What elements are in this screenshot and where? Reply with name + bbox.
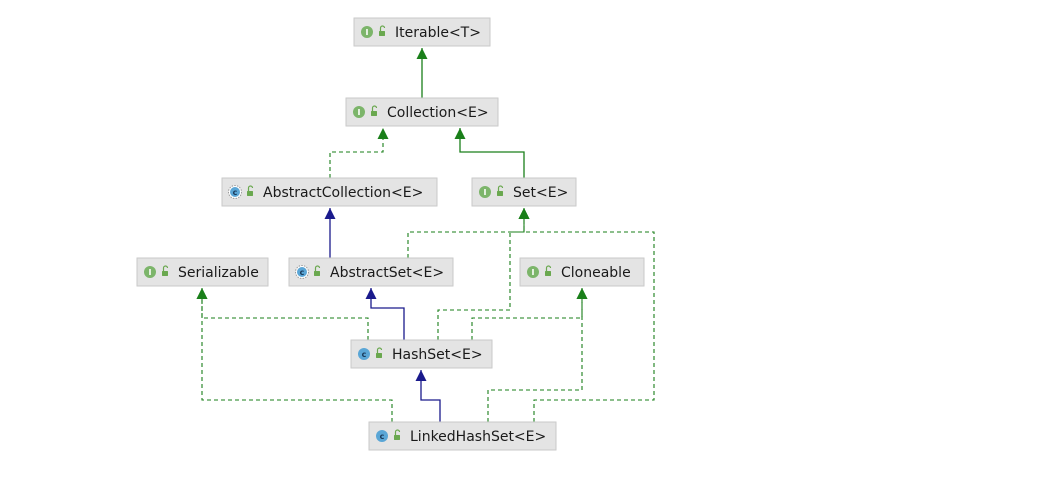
arrow-head — [415, 370, 427, 381]
nodes-layer: I Iterable<T> I Collection<E> c AbstractColle… — [136, 17, 645, 451]
edge-line — [487, 288, 583, 422]
edge-hashset-to-serializable — [196, 288, 369, 340]
edge-line — [523, 208, 655, 422]
edge-collection-to-iterable — [416, 48, 428, 98]
interface-icon: I — [144, 266, 156, 278]
open-lock-icon — [497, 185, 504, 196]
node-label: Serializable — [178, 265, 259, 281]
open-lock-icon — [314, 265, 321, 276]
class-icon: c — [358, 348, 370, 360]
edge-hashset-to-cloneable — [471, 288, 588, 340]
open-lock-icon — [545, 265, 552, 276]
svg-text:c: c — [380, 432, 385, 441]
svg-text:I: I — [532, 268, 535, 277]
edge-line — [201, 288, 393, 422]
node-label: LinkedHashSet<E> — [410, 429, 546, 445]
node-iterable[interactable]: I Iterable<T> — [353, 17, 491, 47]
node-box — [353, 17, 491, 47]
node-box — [368, 421, 557, 451]
node-box — [221, 177, 438, 207]
edge-line — [370, 288, 405, 340]
node-box — [519, 257, 645, 287]
node-label: HashSet<E> — [392, 347, 483, 363]
arrow-head — [365, 288, 377, 299]
edge-line — [471, 288, 583, 340]
edge-linkedhashset-to-hashset — [415, 370, 441, 422]
class-icon: c — [376, 430, 388, 442]
svg-text:c: c — [362, 350, 367, 359]
edge-abstractcollection-to-collection — [329, 128, 389, 178]
svg-text:c: c — [300, 268, 305, 277]
node-label: Cloneable — [561, 265, 631, 281]
node-serializable[interactable]: I Serializable — [136, 257, 269, 287]
edge-abstractset-to-abstractcollection — [324, 208, 336, 258]
open-lock-icon — [394, 429, 401, 440]
node-label: Collection<E> — [387, 105, 489, 121]
node-collection[interactable]: I Collection<E> — [345, 97, 499, 127]
edge-linkedhashset-to-set — [518, 208, 655, 422]
svg-text:I: I — [484, 188, 487, 197]
node-hashset[interactable]: c HashSet<E> — [350, 339, 493, 369]
node-label: Iterable<T> — [395, 25, 481, 41]
svg-text:I: I — [149, 268, 152, 277]
arrow-head — [196, 288, 208, 299]
svg-text:c: c — [233, 188, 238, 197]
edge-set-to-collection — [454, 128, 525, 178]
interface-icon: I — [353, 106, 365, 118]
open-lock-icon — [247, 185, 254, 196]
node-abstractcollection[interactable]: c AbstractCollection<E> — [221, 177, 438, 207]
interface-icon: I — [361, 26, 373, 38]
edge-hashset-to-abstractset — [365, 288, 405, 340]
arrow-head — [377, 128, 389, 139]
interface-icon: I — [479, 186, 491, 198]
node-box — [350, 339, 493, 369]
arrow-head — [518, 208, 530, 219]
arrow-head — [454, 128, 466, 139]
arrow-head — [324, 208, 336, 219]
abstract-class-icon: c — [228, 185, 242, 199]
node-box — [136, 257, 269, 287]
open-lock-icon — [376, 347, 383, 358]
edges-layer — [196, 48, 655, 422]
open-lock-icon — [371, 105, 378, 116]
open-lock-icon — [162, 265, 169, 276]
abstract-class-icon: c — [295, 265, 309, 279]
node-label: AbstractSet<E> — [330, 265, 444, 281]
edge-line — [420, 370, 441, 422]
edge-abstractset-to-set — [407, 208, 530, 258]
node-abstractset[interactable]: c AbstractSet<E> — [288, 257, 454, 287]
open-lock-icon — [379, 25, 386, 36]
edge-linkedhashset-to-cloneable — [487, 288, 588, 422]
node-linkedhashset[interactable]: c LinkedHashSet<E> — [368, 421, 557, 451]
svg-text:I: I — [366, 28, 369, 37]
arrow-head — [416, 48, 428, 59]
edge-line — [407, 208, 525, 258]
arrow-head — [576, 288, 588, 299]
node-set[interactable]: I Set<E> — [471, 177, 577, 207]
node-label: AbstractCollection<E> — [263, 185, 423, 201]
interface-icon: I — [527, 266, 539, 278]
edge-line — [329, 128, 384, 178]
svg-text:I: I — [358, 108, 361, 117]
node-cloneable[interactable]: I Cloneable — [519, 257, 645, 287]
edge-linkedhashset-to-serializable — [196, 288, 393, 422]
edge-line — [459, 128, 525, 178]
edge-line — [201, 288, 369, 340]
node-label: Set<E> — [513, 185, 568, 201]
